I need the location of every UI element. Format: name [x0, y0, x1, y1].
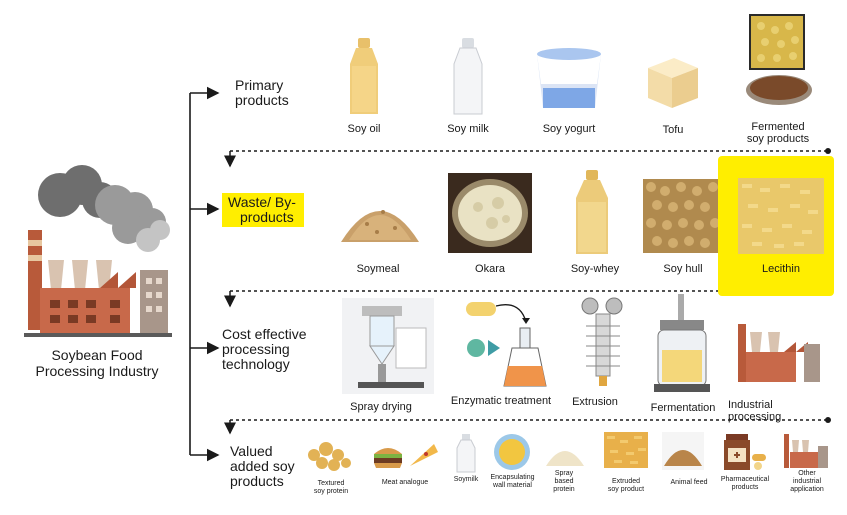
label-soy-hull: Soy hull: [663, 263, 703, 275]
label-other-line1: Other: [798, 470, 816, 477]
extruded-soy-product-icon: [604, 432, 648, 468]
encapsulating-wall-icon: [494, 434, 530, 470]
label-tofu: Tofu: [662, 124, 684, 136]
label-spray-based-protein: Spray based protein: [545, 470, 583, 494]
label-textured-line1: Textured: [317, 480, 345, 487]
label-fermentation: Fermentation: [650, 402, 716, 414]
label-extruded: Extruded soy product: [597, 478, 655, 494]
stage-valued: Valued added soy products: [230, 444, 295, 489]
industry-label: Soybean Food Processing Industry: [22, 347, 172, 379]
soymilk-bottle-icon: [456, 434, 476, 473]
industry-label-line2: Processing Industry: [35, 363, 159, 379]
enzymatic-treatment-icon: [466, 302, 547, 387]
pharmaceutical-icon: [724, 434, 766, 470]
meat-analogue-icon: [374, 444, 438, 468]
stage-processing-line2: processing: [222, 341, 290, 357]
label-extruded-line2: soy product: [607, 486, 645, 493]
label-spray-line1: Spray: [554, 470, 574, 477]
label-pharma-line1: Pharmaceutical: [720, 476, 770, 483]
label-spray-drying: Spray drying: [350, 401, 412, 413]
soy-hull-photo: [643, 179, 721, 253]
label-encapsulating: Encapsulating wall material: [485, 474, 540, 490]
stage-waste-line2: products: [240, 209, 294, 225]
label-other-line2: industrial: [792, 478, 821, 485]
label-spray-line3: protein: [553, 486, 575, 493]
textured-soy-protein-icon: [308, 442, 351, 471]
label-soy-milk: Soy milk: [447, 123, 489, 135]
label-textured-line2: soy protein: [313, 488, 349, 495]
stage-waste-line1: Waste/ By-: [228, 194, 296, 210]
okara-photo: [448, 173, 532, 253]
soy-whey-bottle-icon: [576, 170, 608, 254]
fermentation-icon: [654, 294, 710, 392]
industrial-processing-icon: [738, 324, 820, 382]
stage-processing: Cost effective processing technology: [222, 327, 307, 372]
label-okara: Okara: [475, 263, 505, 275]
label-fermented: Fermented soy products: [733, 121, 823, 145]
label-soy-oil: Soy oil: [347, 123, 381, 135]
label-meat-analogue: Meat analogue: [381, 479, 429, 486]
stage-primary: Primary products: [235, 78, 289, 108]
label-encapsulating-line2: wall material: [493, 482, 532, 489]
label-enzymatic-treatment: Enzymatic treatment: [450, 395, 552, 407]
label-soymilk: Soymilk: [453, 476, 479, 483]
label-pharmaceutical: Pharmaceutical products: [715, 476, 775, 492]
fermented-dish-icon: [746, 75, 812, 105]
label-other-line3: application: [790, 486, 824, 493]
label-animal-feed: Animal feed: [670, 479, 708, 486]
soy-oil-bottle-icon: [350, 38, 378, 114]
stage-processing-line1: Cost effective: [222, 326, 307, 342]
stage-processing-line3: technology: [222, 356, 290, 372]
label-encapsulating-line1: Encapsulating: [490, 474, 535, 481]
soy-milk-bottle-icon: [453, 38, 483, 115]
label-spray-line2: based: [554, 478, 574, 485]
other-industrial-icon: [784, 434, 828, 468]
soy-yogurt-cup-icon: [537, 48, 601, 108]
label-textured-soy-protein: Textured soy protein: [306, 480, 356, 496]
fermented-soy-photo: [749, 14, 805, 70]
industry-label-line1: Soybean Food: [51, 347, 143, 363]
soymeal-photo: [337, 174, 423, 252]
label-fermented-line1: Fermented: [751, 121, 805, 133]
label-industrial-processing-line2: processing: [728, 411, 782, 423]
stage-valued-line2: added soy: [230, 458, 295, 474]
label-other-industrial: Other industrial application: [778, 470, 836, 494]
label-pharma-line2: products: [731, 484, 759, 491]
extrusion-icon: [581, 297, 623, 386]
label-industrial-processing: Industrial processing: [728, 399, 798, 423]
label-soymeal: Soymeal: [356, 263, 400, 275]
stage-primary-line1: Primary: [235, 77, 284, 93]
animal-feed-icon: [662, 432, 704, 470]
label-industrial-processing-line1: Industrial: [728, 399, 773, 411]
lecithin-photo: [738, 178, 824, 254]
label-fermented-line2: soy products: [746, 133, 810, 145]
label-lecithin: Lecithin: [762, 263, 800, 275]
label-soy-yogurt: Soy yogurt: [542, 123, 596, 135]
spray-based-protein-icon: [546, 451, 584, 466]
stage-valued-line1: Valued: [230, 443, 273, 459]
stage-primary-line2: products: [235, 92, 289, 108]
tofu-icon: [648, 58, 698, 108]
spray-drying-icon: [342, 298, 434, 394]
factory-icon: [24, 165, 172, 337]
label-extruded-line1: Extruded: [611, 478, 641, 485]
stage-waste: Waste/ By- products: [222, 193, 304, 227]
stage-valued-line3: products: [230, 473, 284, 489]
label-soy-whey: Soy-whey: [570, 263, 620, 275]
label-extrusion: Extrusion: [572, 396, 618, 408]
